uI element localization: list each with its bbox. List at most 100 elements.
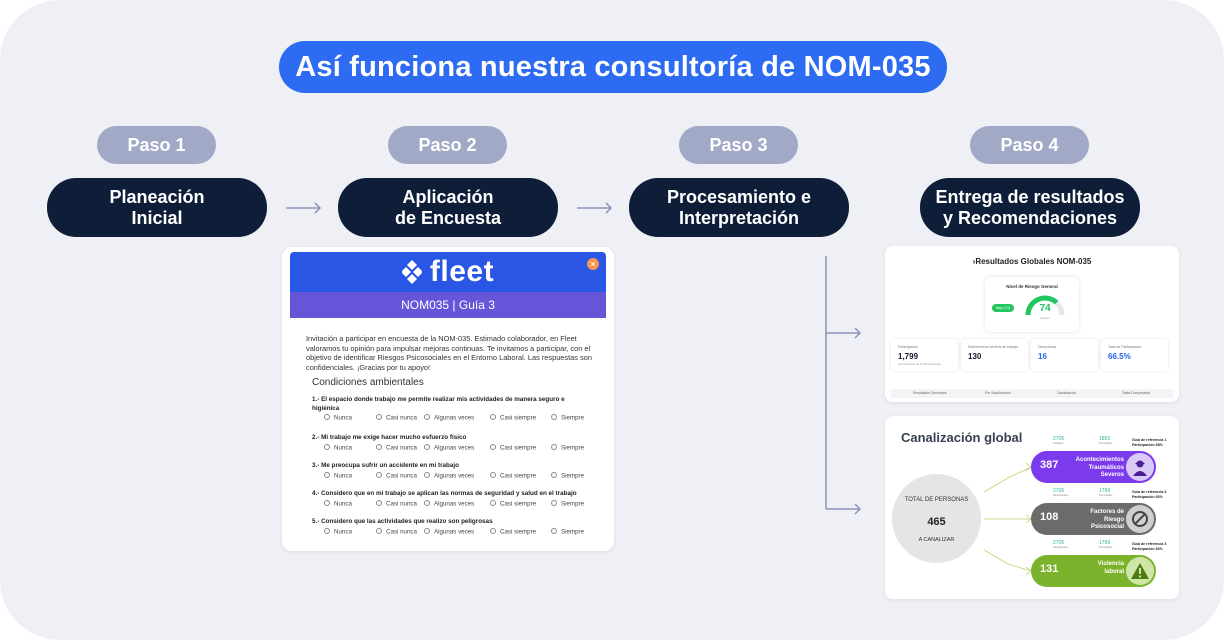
flow-bracket xyxy=(825,256,862,515)
paso-2-label: Paso 2 xyxy=(388,126,507,164)
stat-value: 66.5% xyxy=(1108,352,1131,361)
answer-radio-option[interactable]: Nunca xyxy=(324,444,352,451)
step-4-pill: Entrega de resultados y Recomendaciones xyxy=(920,178,1140,237)
step-3-pill: Procesamiento e Interpretación xyxy=(629,178,849,237)
category-value: 387 xyxy=(1040,459,1059,471)
answer-radio-option[interactable]: Algunas veces xyxy=(424,500,474,507)
results-title-text: Resultados Globales NOM-035 xyxy=(975,257,1092,266)
page-title: Así funciona nuestra consultoría de NOM-… xyxy=(279,41,947,93)
chevron-right-icon: › xyxy=(972,257,976,266)
answer-options: Nunca Casi nunca Algunas veces Casi siempre… xyxy=(312,444,590,453)
reference-guide-note: Guía de referencia 3 Participación 66% xyxy=(1132,542,1167,551)
survey-intro-text: Invitación a participar en encuesta de l… xyxy=(306,334,592,373)
answer-radio-option[interactable]: Casi siempre xyxy=(490,414,536,422)
block-icon xyxy=(1126,505,1154,533)
answer-radio-option[interactable]: Algunas veces xyxy=(424,528,474,535)
canalizacion-title: Canalización global xyxy=(901,430,1023,445)
answer-radio-option[interactable]: Casi nunca xyxy=(376,472,417,479)
survey-header: fleet ✕ xyxy=(290,252,606,292)
completed-count: 1799 xyxy=(1099,488,1111,494)
invited-label: Invitados xyxy=(1053,442,1064,445)
answer-radio-option[interactable]: Algunas veces xyxy=(424,414,474,422)
paso-3-label: Paso 3 xyxy=(679,126,798,164)
close-icon[interactable]: ✕ xyxy=(587,258,599,270)
answer-radio-option[interactable]: Siempre xyxy=(551,472,584,479)
answer-radio-option[interactable]: Siempre xyxy=(551,500,584,507)
answer-radio-option[interactable]: Casi siempre xyxy=(490,500,536,507)
warning-icon xyxy=(1126,557,1154,585)
reference-guide-note: Guía de referencia 1 Participación 68% xyxy=(1132,438,1167,447)
reference-guide-note: Guía de referencia 3 Participación 66% xyxy=(1132,490,1167,499)
completed-label: Terminados xyxy=(1099,546,1113,549)
invited-label: Participantes xyxy=(1053,546,1068,549)
total-circle: TOTAL DE PERSONAS 465 A CANALIZAR xyxy=(892,474,981,563)
answer-radio-option[interactable]: Nunca xyxy=(324,500,352,507)
answer-options: Nunca Casi nunca Algunas veces Casi siempre… xyxy=(312,472,590,481)
answer-radio-option[interactable]: Casi siempre xyxy=(490,444,536,451)
paso-4-label: Paso 4 xyxy=(970,126,1089,164)
total-label: TOTAL DE PERSONAS xyxy=(904,497,969,503)
stat-value: 130 xyxy=(968,352,982,361)
completed-count: 1799 xyxy=(1099,540,1111,546)
gauge-card: Nivel de Riesgo General Bajo (74) 74 pun… xyxy=(985,277,1079,332)
brand-logo-text: fleet xyxy=(429,255,495,288)
canalizacion-card: Canalización global TOTAL DE PERSONAS 46… xyxy=(885,416,1179,599)
results-tabs: Resultados Generales Por Subdirección Cana… xyxy=(891,389,1173,398)
results-dashboard-card: ›Resultados Globales NOM-035 Nivel de Ri… xyxy=(885,246,1179,402)
stat-card: Tasa de Participación 66.5% xyxy=(1101,339,1168,371)
fleet-logo-icon xyxy=(401,260,422,284)
invited-label: Participantes xyxy=(1053,494,1068,497)
question-text: 1.- El espacio donde trabajo me permite … xyxy=(312,396,565,412)
answer-radio-option[interactable]: Casi siempre xyxy=(490,472,536,479)
completed-count: 1853 xyxy=(1099,436,1111,442)
category-name: Factores de Riesgo Psicosocial xyxy=(1090,509,1124,530)
canalizacion-category: 108 Factores de Riesgo Psicosocial xyxy=(1031,503,1156,535)
answer-options: Nunca Casi nunca Algunas veces Casi siempre… xyxy=(312,500,590,509)
question-text: 4.- Considero que en mi trabajo se aplic… xyxy=(312,490,577,497)
answer-radio-option[interactable]: Algunas veces xyxy=(424,444,474,451)
answer-radio-option[interactable]: Casi siempre xyxy=(490,528,536,535)
total-value: 465 xyxy=(927,516,946,528)
gauge-chart xyxy=(1025,295,1065,316)
survey-question: 2.- Mi trabajo me exige hacer mucho esfu… xyxy=(312,434,590,453)
arrow-1-2-icon xyxy=(286,202,322,214)
answer-radio-option[interactable]: Siempre xyxy=(551,528,584,535)
results-tab[interactable]: Tabla Comparativa xyxy=(1122,391,1151,395)
results-title: ›Resultados Globales NOM-035 xyxy=(885,257,1179,266)
results-tab[interactable]: Por Subdirección xyxy=(985,391,1011,395)
answer-radio-option[interactable]: Nunca xyxy=(324,472,352,479)
answer-radio-option[interactable]: Algunas veces xyxy=(424,472,474,479)
answer-radio-option[interactable]: Casi nunca xyxy=(376,414,417,422)
stat-label: Tasa de Participación xyxy=(1108,345,1142,349)
results-tab[interactable]: Resultados Generales xyxy=(913,391,947,395)
answer-radio-option[interactable]: Casi nunca xyxy=(376,444,417,451)
answer-options: Nunca Casi nunca Algunas veces Casi siempre… xyxy=(312,414,590,423)
answer-radio-option[interactable]: Siempre xyxy=(551,444,584,451)
risk-badge: Bajo (74) xyxy=(992,304,1014,312)
step-2-pill: Aplicación de Encuesta xyxy=(338,178,558,237)
gauge-label: Nivel de Riesgo General xyxy=(1006,284,1058,289)
answer-radio-option[interactable]: Nunca xyxy=(324,528,352,535)
survey-question: 1.- El espacio donde trabajo me permite … xyxy=(312,396,590,423)
stat-label: Direcciones xyxy=(1038,345,1057,349)
step-1-pill: Planeación Inicial xyxy=(47,178,267,237)
total-sub: A CANALIZAR xyxy=(918,537,955,543)
gauge-value-arc xyxy=(1025,295,1059,316)
category-value: 131 xyxy=(1040,563,1059,575)
question-text: 5.- Considero que las actividades que re… xyxy=(312,518,493,525)
results-tab[interactable]: Canalización xyxy=(1057,391,1077,395)
answer-radio-option[interactable]: Nunca xyxy=(324,414,352,422)
completed-label: Terminados xyxy=(1099,494,1113,497)
answer-options: Nunca Casi nunca Algunas veces Casi siempre… xyxy=(312,528,590,537)
invited-count: 2706 xyxy=(1053,540,1065,546)
gauge-value: 74 xyxy=(1039,303,1051,314)
category-value: 108 xyxy=(1040,511,1059,523)
survey-question: 3.- Me preocupa sufrir un accidente en m… xyxy=(312,462,590,481)
answer-radio-option[interactable]: Casi nunca xyxy=(376,500,417,507)
answer-radio-option[interactable]: Siempre xyxy=(551,414,584,422)
answer-radio-option[interactable]: Casi nunca xyxy=(376,528,417,535)
